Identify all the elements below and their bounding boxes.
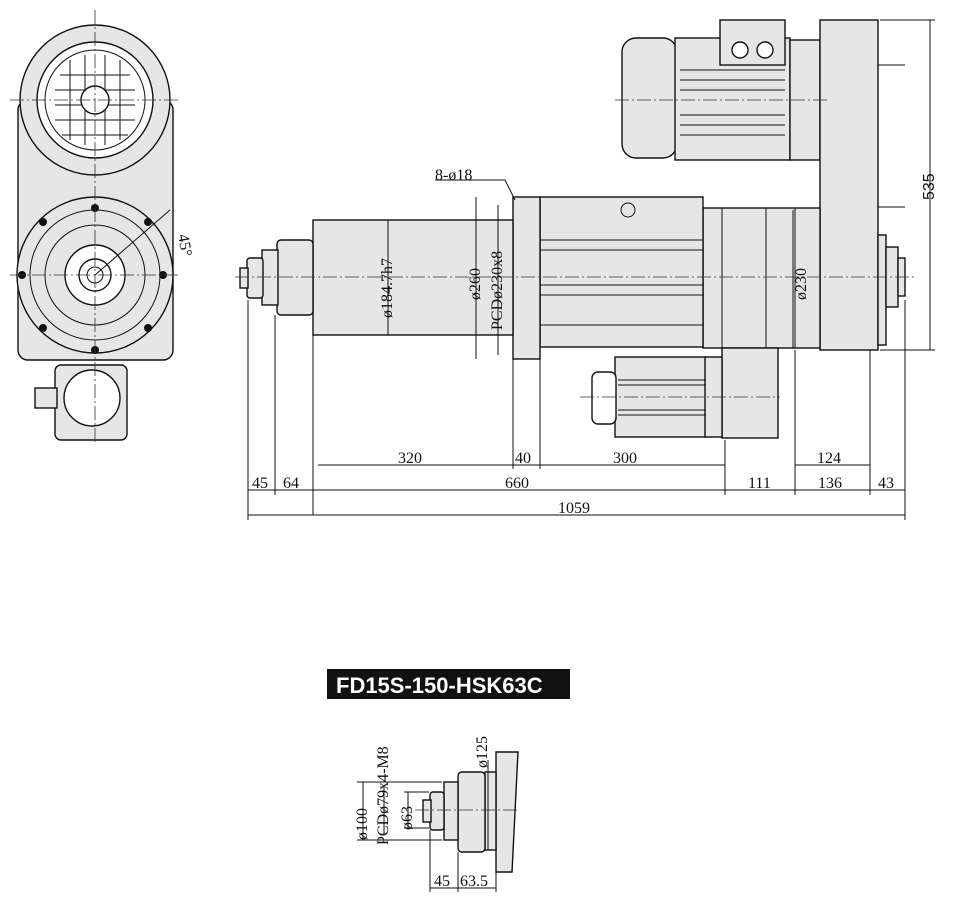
dia63: ø63: [399, 806, 416, 830]
dia100: ø100: [354, 808, 371, 840]
title-bar: [327, 669, 570, 699]
model-title: FD15S-150-HSK63C: [336, 673, 543, 698]
dim-300: 300: [613, 450, 637, 467]
height-dim: 535: [921, 173, 938, 200]
dim-124: 124: [817, 450, 841, 467]
hole-label: 8-ø18: [435, 167, 472, 184]
side-view: 8-ø18 ø184.7h7 ø260 PCDø230x8 ø230 535 3…: [235, 19, 938, 520]
dim-45: 45: [252, 475, 268, 492]
pcd-label: PCDø230x8: [489, 251, 506, 330]
dim-64: 64: [283, 475, 299, 492]
dim-45-nose: 45: [434, 873, 450, 890]
gear-diameter: ø230: [793, 268, 810, 300]
dim-43: 43: [878, 475, 894, 492]
end-view: 45°: [10, 10, 195, 445]
dim-136: 136: [818, 475, 842, 492]
flange-diameter: ø260: [467, 268, 484, 300]
pcd79: PCDø79x4-M8: [375, 746, 392, 845]
dim-320: 320: [398, 450, 422, 467]
dim-40: 40: [515, 450, 531, 467]
body-diameter: ø184.7h7: [379, 258, 396, 318]
dim-1059: 1059: [558, 500, 590, 517]
dim-660: 660: [505, 475, 529, 492]
dia125: ø125: [474, 736, 491, 768]
dim-63-5: 63.5: [460, 873, 488, 890]
nose-detail: ø100 PCDø79x4-M8 ø63 ø125 45 63.5: [354, 736, 520, 892]
dim-111: 111: [748, 475, 771, 492]
angle-label: 45°: [174, 233, 195, 258]
